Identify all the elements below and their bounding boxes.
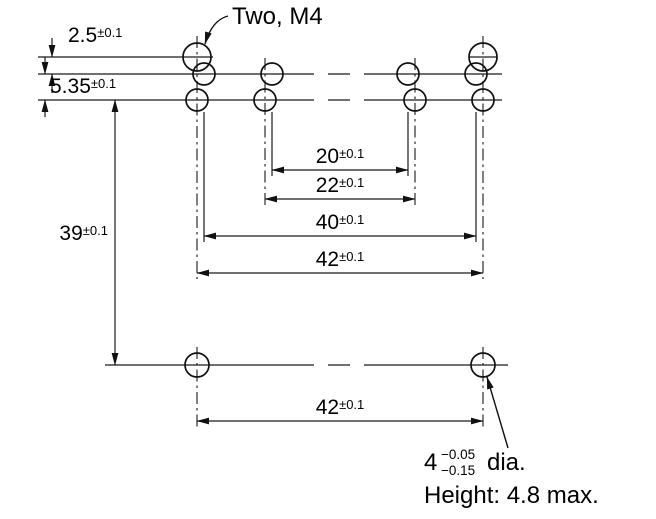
labels: Two, M4 2.5±0.1 5.35±0.1 20±0.1 22±0.1 4… xyxy=(50,3,599,509)
dim-label-5-35: 5.35±0.1 xyxy=(50,75,116,98)
m4-hole-left xyxy=(182,42,212,72)
bottom-hole-left xyxy=(184,352,210,378)
height-note: Height: 4.8 max. xyxy=(424,482,599,509)
hole-dia-callout: 4 −0.05 −0.15 dia. xyxy=(424,447,526,478)
terminal-hole xyxy=(260,62,284,86)
bottom-hole-right xyxy=(470,352,496,378)
dim-label-42: 42±0.1 xyxy=(316,248,365,271)
dim-label-2-5: 2.5±0.1 xyxy=(68,24,122,47)
reference-lines xyxy=(38,56,508,366)
terminal-hole xyxy=(192,62,216,86)
hole-dia-leader-arrow xyxy=(486,376,509,449)
leader-arrows xyxy=(204,15,509,449)
hole-dia-tol-lower: −0.15 xyxy=(441,463,475,478)
m4-hole-right xyxy=(468,42,498,72)
hole-dia-tol-upper: −0.05 xyxy=(441,447,475,462)
terminal-hole xyxy=(471,88,495,112)
vertical-centerlines xyxy=(196,36,484,428)
hole-dia-value: 4 xyxy=(424,449,437,476)
terminal-hole xyxy=(253,88,277,112)
terminal-hole xyxy=(403,88,427,112)
terminal-hole xyxy=(185,88,209,112)
dim-label-22: 22±0.1 xyxy=(316,174,365,197)
terminal-hole xyxy=(396,62,420,86)
dim-label-20: 20±0.1 xyxy=(316,145,365,168)
dim-label-42-bottom: 42±0.1 xyxy=(316,396,365,419)
dim-label-39: 39±0.1 xyxy=(59,222,108,245)
m4-leader-arrow xyxy=(204,15,229,45)
terminal-hole xyxy=(464,62,488,86)
dim-label-40: 40±0.1 xyxy=(316,211,365,234)
m4-callout-label: Two, M4 xyxy=(232,3,323,30)
holes xyxy=(182,42,498,378)
dimension-lines xyxy=(41,38,484,425)
hole-dia-suffix: dia. xyxy=(487,449,526,476)
extension-lines xyxy=(203,112,477,242)
